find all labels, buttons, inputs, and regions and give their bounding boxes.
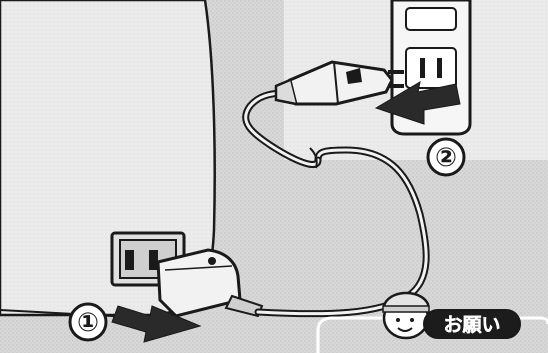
step-marker-1 xyxy=(68,302,108,342)
notice-badge-text: お願い xyxy=(443,314,500,336)
power-cord xyxy=(256,148,428,316)
step-marker-1-label: ① xyxy=(77,308,99,338)
note-box-outline xyxy=(316,316,548,353)
step-marker-2 xyxy=(426,137,466,177)
wall-plug xyxy=(274,60,404,106)
insert-arrow-1 xyxy=(111,305,202,343)
cord-crossing xyxy=(309,147,318,169)
notice-badge xyxy=(423,309,521,339)
power-cord-upper xyxy=(244,91,320,166)
insert-arrow-2 xyxy=(374,80,461,125)
step-marker-2-label: ② xyxy=(435,143,457,173)
mascot-icon xyxy=(382,291,430,340)
appliance-plug xyxy=(156,248,264,318)
